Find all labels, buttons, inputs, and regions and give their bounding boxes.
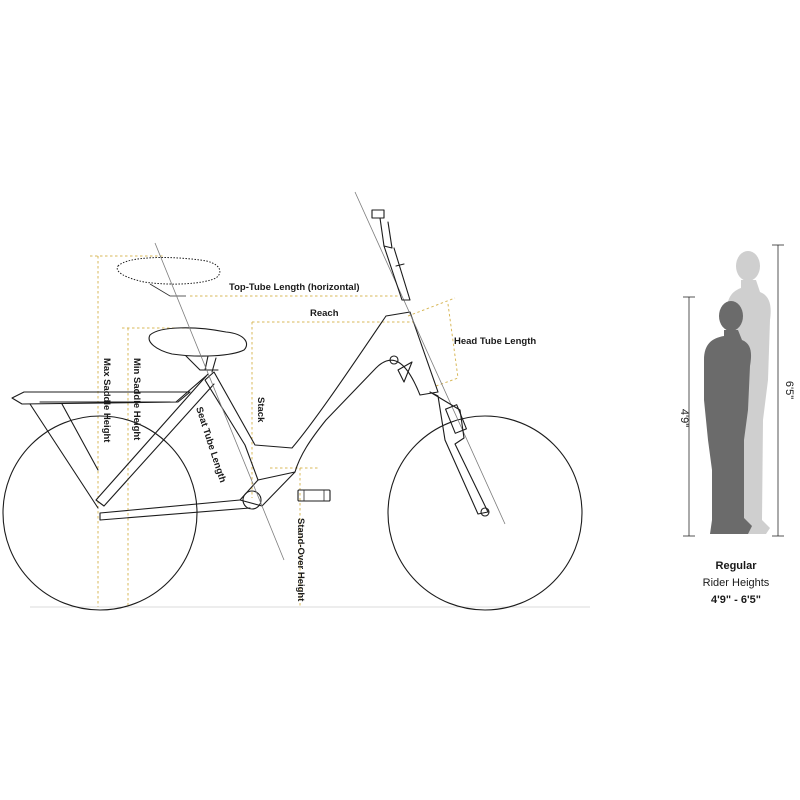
height-range-label: 4'9" - 6'5": [711, 594, 761, 606]
rider-heights-panel: 4'9" 6'5" Regular Rider Heights 4'9" - 6…: [678, 244, 795, 606]
frame-main: [204, 311, 439, 481]
dimension-lines: [90, 255, 459, 607]
reach-label: Reach: [310, 308, 339, 319]
handlebar: [371, 209, 411, 301]
front-fork: [429, 391, 489, 515]
saddle-min: [148, 327, 248, 357]
front-wheel: [387, 415, 583, 611]
rear-wheel: [2, 415, 198, 611]
max-saddle-height-label: Max Saddle Height: [101, 358, 112, 443]
stand-over-height-label: Stand-Over Height: [295, 518, 306, 602]
rear-rack: [11, 375, 207, 509]
rider-heights-caption: Rider Heights: [703, 577, 770, 589]
head-tube-length-label: Head Tube Length: [454, 336, 536, 347]
bike-illustration: [2, 191, 590, 611]
max-height-label: 6'5": [783, 381, 795, 399]
size-label: Regular: [716, 560, 758, 572]
seat-tube-length-label: Seat Tube Length: [193, 406, 228, 485]
min-saddle-height-label: Min Saddle Height: [131, 358, 142, 441]
stack-label: Stack: [255, 397, 266, 423]
top-tube-length-label: Top-Tube Length (horizontal): [229, 282, 360, 293]
min-height-label: 4'9": [678, 409, 690, 427]
short-rider-silhouette: [704, 301, 752, 534]
saddle-max: [116, 257, 221, 285]
